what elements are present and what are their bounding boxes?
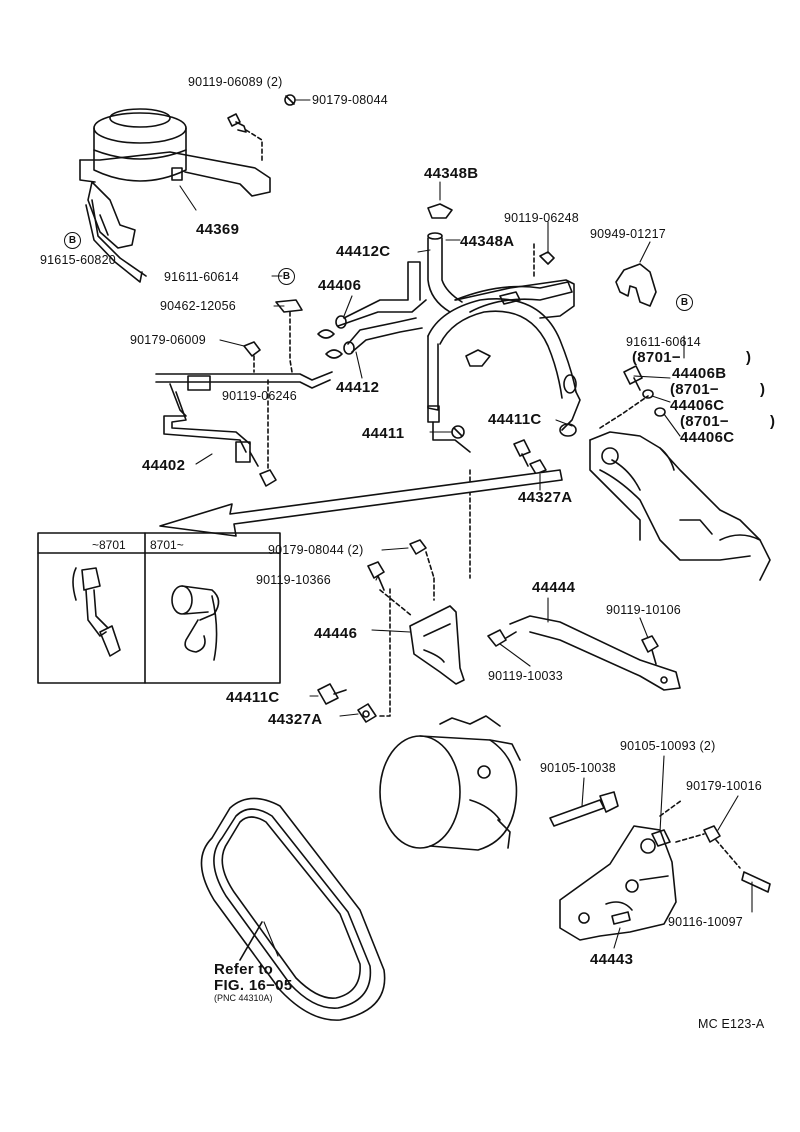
marker-b-right: B <box>676 294 693 311</box>
bolt-90105-10038 <box>549 791 619 827</box>
leader-nut <box>425 551 435 579</box>
label-90119-10366: 90119-10366 <box>256 573 331 587</box>
label-44406b: 44406B <box>672 365 727 382</box>
label-44446: 44446 <box>314 625 358 642</box>
label-90119-10106: 90119-10106 <box>606 603 681 617</box>
label-90119-10033: 90119-10033 <box>488 669 563 683</box>
label-90119-06089: 90119-06089 (2) <box>188 75 283 89</box>
drawing-code: MC E123-A <box>698 1017 765 1031</box>
steering-gear-illustration <box>589 431 771 581</box>
pnc-reference: (PNC 44310A) <box>214 993 273 1003</box>
label-91615-60820: 91615-60820 <box>40 253 116 267</box>
label-44412: 44412 <box>336 379 380 396</box>
nut-90179-08044 <box>409 539 427 555</box>
label-44402: 44402 <box>142 457 186 474</box>
label-91611-60614-left: 91611-60614 <box>164 270 239 284</box>
hose-assembly-illustration <box>317 203 581 453</box>
bolt-90119-10366 <box>367 561 385 591</box>
bolt-44406b <box>623 365 666 417</box>
label-44327a-bottom: 44327A <box>268 711 323 728</box>
label-44406: 44406 <box>318 277 362 294</box>
inset-detail-box <box>37 532 281 684</box>
label-44327a-top: 44327A <box>518 489 573 506</box>
label-44348a: 44348A <box>460 233 515 250</box>
label-44411: 44411 <box>362 425 405 442</box>
inset-header-after: 8701~ <box>150 538 184 552</box>
cooler-pipe-illustration <box>155 299 333 487</box>
reservoir-tank-illustration <box>79 108 271 283</box>
label-44348b: 44348B <box>424 165 479 182</box>
label-44412c: 44412C <box>336 243 391 260</box>
refer-to-text: Refer to <box>214 961 274 978</box>
inset-header-before: ~8701 <box>92 538 126 552</box>
label-90105-10093: 90105-10093 (2) <box>620 739 716 753</box>
label-91611-60614-right: 91611-60614 <box>626 335 701 349</box>
label-90119-06246: 90119-06246 <box>222 389 297 403</box>
figure-reference: FIG. 16−05 <box>214 977 293 994</box>
label-90179-08044-2: 90179-08044 (2) <box>268 543 364 557</box>
marker-b-left: B <box>64 232 81 249</box>
pump-bracket-44446 <box>379 577 465 685</box>
paren-a: ) <box>746 349 752 366</box>
union-bolt-44411c-upper <box>513 439 547 475</box>
label-8701-c: (8701− <box>680 413 729 430</box>
union-bolt-44411c-lower <box>317 587 391 723</box>
bracket-90949-01217 <box>615 263 657 307</box>
label-90119-06248: 90119-06248 <box>504 211 579 225</box>
power-steering-pump <box>379 715 521 851</box>
label-44443: 44443 <box>590 951 634 968</box>
paren-c: ) <box>770 413 776 430</box>
label-90179-06009: 90179-06009 <box>130 333 206 347</box>
label-90179-08044-top: 90179-08044 <box>312 93 388 107</box>
link-rod-44444 <box>487 615 681 691</box>
drive-belt <box>200 797 386 1021</box>
reference-arrow <box>159 469 563 537</box>
label-90116-10097: 90116-10097 <box>668 915 743 929</box>
label-8701-a: (8701− <box>632 349 681 366</box>
label-8701-b: (8701− <box>670 381 719 398</box>
leader-44406 <box>599 395 649 429</box>
label-44406c-1: 44406C <box>670 397 725 414</box>
bolt-90119-06089 <box>227 94 296 163</box>
label-44406c-2: 44406C <box>680 429 735 446</box>
label-90462-12056: 90462-12056 <box>160 299 236 313</box>
marker-b-mid: B <box>278 268 295 285</box>
label-44444: 44444 <box>532 579 576 596</box>
label-90179-10016: 90179-10016 <box>686 779 762 793</box>
label-90949-01217: 90949-01217 <box>590 227 666 241</box>
label-44411c-bottom: 44411C <box>226 689 280 706</box>
paren-b: ) <box>760 381 766 398</box>
label-44411c-top: 44411C <box>488 411 542 428</box>
label-90105-10038: 90105-10038 <box>540 761 616 775</box>
leader-lines <box>179 99 753 957</box>
label-44369: 44369 <box>196 221 240 238</box>
bolt-90119-06248 <box>533 243 555 277</box>
